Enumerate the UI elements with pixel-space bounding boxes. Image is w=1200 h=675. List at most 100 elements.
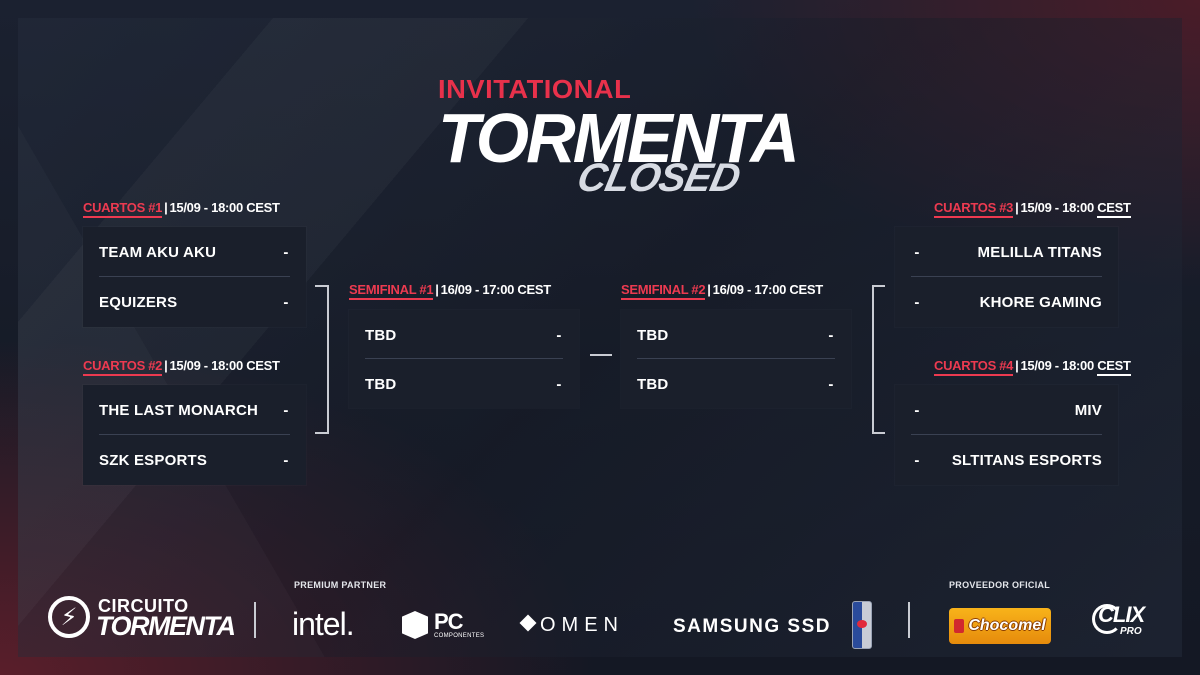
match-q1[interactable]: TEAM AKU AKU - EQUIZERS - <box>83 227 306 327</box>
stage-label: CUARTOS #2 <box>83 358 162 376</box>
event-logo: INVITATIONAL TORMENTA CLOSED <box>430 70 800 220</box>
background-frame <box>18 18 1182 657</box>
team-name: SZK ESPORTS <box>99 451 208 469</box>
team-row[interactable]: - KHORE GAMING <box>895 277 1118 327</box>
team-score: - <box>556 375 562 393</box>
team-score: - <box>914 451 920 469</box>
diamond-icon <box>519 614 537 632</box>
match-label-s2: SEMIFINAL #2|16/09 - 17:00 CEST <box>621 282 824 300</box>
team-name: MELILLA TITANS <box>977 243 1102 261</box>
match-label-q4: CUARTOS #4|15/09 - 18:00 CEST <box>934 358 1131 376</box>
omen-label: OMEN <box>540 614 624 636</box>
pc-label: PC <box>434 609 464 634</box>
team-name: TBD <box>365 375 397 393</box>
team-score: - <box>914 243 920 261</box>
tormenta-label: TORMENTA <box>96 611 236 641</box>
row-divider <box>99 276 290 277</box>
team-name: TBD <box>637 326 669 344</box>
match-s2[interactable]: TBD - TBD - <box>621 310 851 408</box>
chocomel-label: Chocomel <box>968 617 1046 634</box>
pc-sub-label: COMPONENTES <box>434 633 485 639</box>
intel-logo: intel. <box>292 606 355 642</box>
samsung-ssd-logo: SAMSUNG SSD <box>673 616 831 637</box>
team-name: SLTITANS ESPORTS <box>951 451 1102 469</box>
team-name: TBD <box>365 326 397 344</box>
team-name: TBD <box>637 375 669 393</box>
team-row[interactable]: TBD - <box>349 310 579 360</box>
match-label-q2: CUARTOS #2|15/09 - 18:00 CEST <box>83 358 280 376</box>
bracket-line <box>590 354 612 356</box>
footer-divider <box>908 602 910 638</box>
team-score: - <box>914 401 920 419</box>
team-row[interactable]: TBD - <box>621 310 851 360</box>
team-score: - <box>283 243 289 261</box>
match-label-q1: CUARTOS #1|15/09 - 18:00 CEST <box>83 200 280 218</box>
bracket-line <box>327 285 329 434</box>
bracket-line <box>315 285 328 287</box>
circuito-label: CIRCUITO <box>98 596 189 616</box>
match-label-q3: CUARTOS #3|15/09 - 18:00 CEST <box>934 200 1131 218</box>
stage-label: SEMIFINAL #2 <box>621 282 706 300</box>
clix-pro-logo: CLIX PRO <box>1092 598 1152 644</box>
premium-partner-label: PREMIUM PARTNER <box>294 580 387 590</box>
chocomel-logo: Chocomel <box>949 608 1051 644</box>
row-divider <box>365 358 563 359</box>
match-timezone: CEST <box>1097 358 1131 376</box>
team-row[interactable]: - SLTITANS ESPORTS <box>895 435 1118 485</box>
team-row[interactable]: - MELILLA TITANS <box>895 227 1118 277</box>
bracket-line <box>872 285 874 434</box>
event-title-top: INVITATIONAL <box>438 74 632 104</box>
ring-icon <box>1092 604 1122 634</box>
row-divider <box>911 276 1102 277</box>
match-time: 16/09 - 17:00 CEST <box>712 282 824 297</box>
team-score: - <box>283 293 289 311</box>
match-q2[interactable]: THE LAST MONARCH - SZK ESPORTS - <box>83 385 306 485</box>
team-row[interactable]: THE LAST MONARCH - <box>83 385 306 435</box>
team-name: THE LAST MONARCH <box>99 401 259 419</box>
match-q4[interactable]: - MIV - SLTITANS ESPORTS <box>895 385 1118 485</box>
team-score: - <box>283 451 289 469</box>
match-label-s1: SEMIFINAL #1|16/09 - 17:00 CEST <box>349 282 552 300</box>
team-name: EQUIZERS <box>99 293 178 311</box>
row-divider <box>99 434 290 435</box>
proveedor-oficial-label: PROVEEDOR OFICIAL <box>949 580 1051 590</box>
team-row[interactable]: EQUIZERS - <box>83 277 306 327</box>
stage-label: SEMIFINAL #1 <box>349 282 434 300</box>
match-timezone: CEST <box>1097 200 1131 218</box>
team-row[interactable]: - MIV <box>895 385 1118 435</box>
bracket-line <box>872 285 885 287</box>
team-score: - <box>556 326 562 344</box>
event-title-main: TORMENTA <box>438 99 800 177</box>
circuito-tormenta-logo: ⚡ CIRCUITO TORMENTA <box>48 594 236 644</box>
footer-divider <box>254 602 256 638</box>
team-score: - <box>914 293 920 311</box>
match-time: 15/09 - 18:00 <box>1020 358 1094 373</box>
team-name: TEAM AKU AKU <box>99 243 217 261</box>
team-name: KHORE GAMING <box>979 293 1102 311</box>
pc-box-icon <box>402 611 428 639</box>
stage-label: CUARTOS #4 <box>934 358 1013 376</box>
team-score: - <box>828 375 834 393</box>
team-row[interactable]: TBD - <box>349 359 579 409</box>
match-s1[interactable]: TBD - TBD - <box>349 310 579 408</box>
team-row[interactable]: TBD - <box>621 359 851 409</box>
omen-logo: OMEN <box>519 614 624 637</box>
lightning-icon: ⚡ <box>48 596 90 638</box>
stage-label: CUARTOS #3 <box>934 200 1013 218</box>
team-row[interactable]: SZK ESPORTS - <box>83 435 306 485</box>
match-time: 15/09 - 18:00 CEST <box>169 200 280 215</box>
match-q3[interactable]: - MELILLA TITANS - KHORE GAMING <box>895 227 1118 327</box>
event-title-sub: CLOSED <box>573 156 744 200</box>
row-divider <box>637 358 835 359</box>
bracket-line <box>872 432 885 434</box>
redbull-can-icon <box>852 601 872 649</box>
clix-pro-label: PRO <box>1120 626 1142 637</box>
match-time: 16/09 - 17:00 CEST <box>440 282 552 297</box>
match-time: 15/09 - 18:00 <box>1020 200 1094 215</box>
stage-label: CUARTOS #1 <box>83 200 162 218</box>
bracket-line <box>315 432 328 434</box>
team-score: - <box>828 326 834 344</box>
cup-icon <box>954 619 965 633</box>
team-row[interactable]: TEAM AKU AKU - <box>83 227 306 277</box>
team-name: MIV <box>1074 401 1102 419</box>
